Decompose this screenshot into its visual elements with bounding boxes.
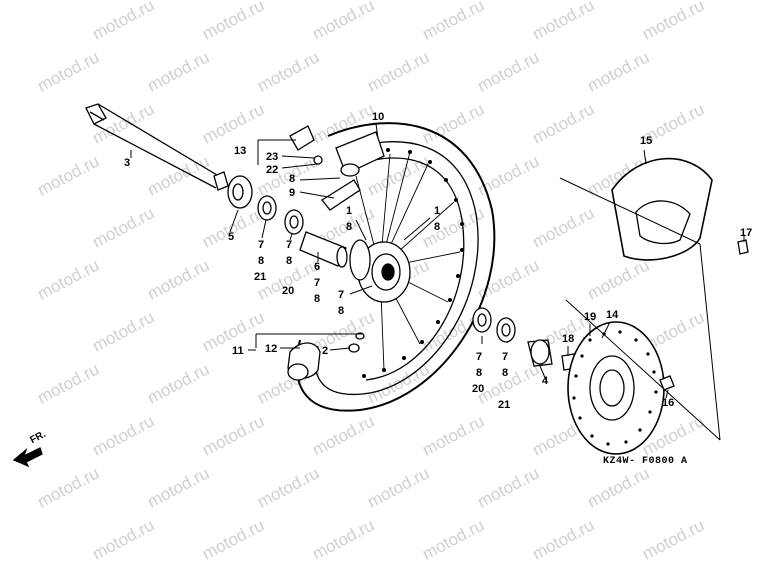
callout-13: 13 — [234, 145, 247, 157]
bearing-left-2 — [284, 209, 304, 235]
callout-6: 6 — [314, 261, 321, 273]
callout-9: 9 — [289, 187, 296, 199]
bearing-right-2 — [496, 317, 516, 343]
disc-cover — [611, 157, 713, 261]
callout-23: 23 — [266, 151, 279, 163]
callout-18: 18 — [562, 333, 575, 345]
leader-lines — [130, 123, 745, 399]
callout-4: 4 — [542, 375, 549, 387]
callout-8-f: 8 — [502, 367, 509, 379]
callout-1-left: 1 — [346, 205, 353, 217]
nipple-part-2 — [348, 332, 365, 353]
seal-part-5 — [227, 175, 253, 209]
callout-8-hub-left: 8 — [346, 221, 353, 233]
rim-spoke-holes — [362, 148, 464, 378]
bearing-left-1 — [257, 195, 277, 221]
callout-7-e: 7 — [476, 351, 483, 363]
callout-17: 17 — [740, 227, 753, 239]
callout-11: 11 — [232, 345, 244, 357]
callout-22: 22 — [266, 164, 279, 176]
callout-7-f: 7 — [502, 351, 509, 363]
hub — [349, 239, 411, 303]
callout-8-c: 8 — [314, 293, 321, 305]
callout-7-a: 7 — [258, 239, 265, 251]
bracket-part-13 — [289, 125, 323, 165]
callout-8-b: 8 — [286, 255, 293, 267]
axle-part — [85, 103, 229, 191]
bearing-right-1 — [472, 307, 492, 333]
callout-19: 19 — [584, 311, 597, 323]
collar-part-4 — [527, 339, 553, 367]
callout-8-e: 8 — [476, 367, 483, 379]
callout-8-d: 8 — [338, 305, 345, 317]
callout-2: 2 — [322, 345, 329, 357]
callout-8-a: 8 — [258, 255, 265, 267]
callout-7-d: 7 — [338, 289, 345, 301]
rim-band-part — [287, 342, 321, 381]
callout-20-a: 20 — [282, 285, 295, 297]
bolt-part-16 — [659, 375, 675, 391]
callout-8-hub-right: 8 — [434, 221, 441, 233]
callout-12: 12 — [265, 343, 278, 355]
callout-3: 3 — [124, 157, 131, 169]
callout-21-a: 21 — [254, 271, 267, 283]
callout-20-b: 20 — [472, 383, 485, 395]
forward-direction-arrow — [12, 447, 43, 468]
callout-10: 10 — [372, 111, 385, 123]
callout-7-c: 7 — [314, 277, 321, 289]
callout-1-right: 1 — [434, 205, 441, 217]
diagram-reference-code: KZ4W- F0800 A — [603, 456, 688, 467]
callout-8-top: 8 — [289, 173, 296, 185]
callout-7-b: 7 — [286, 239, 293, 251]
callout-5: 5 — [228, 231, 235, 243]
brake-disc — [567, 321, 665, 455]
bolt-part-17 — [737, 239, 749, 255]
tube-valve-part — [321, 131, 385, 211]
callout-14: 14 — [606, 309, 619, 321]
callout-21-b: 21 — [498, 399, 511, 411]
callout-15: 15 — [640, 135, 653, 147]
reference-plane — [559, 177, 721, 441]
spacer-part-6 — [299, 231, 348, 268]
callout-16: 16 — [662, 397, 675, 409]
